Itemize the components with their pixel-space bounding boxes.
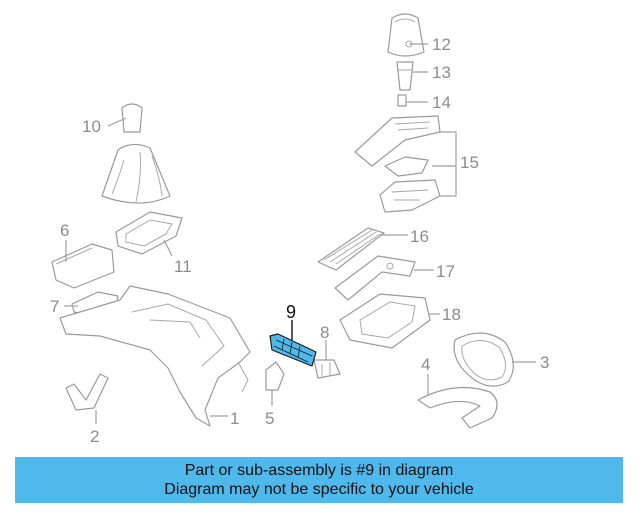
info-banner: Part or sub-assembly is #9 in diagram Di… [15, 457, 623, 503]
leader-10 [107, 117, 127, 127]
part-boot[interactable] [101, 143, 171, 204]
callout-8: 8 [320, 323, 329, 342]
callout-14: 14 [432, 93, 451, 112]
part-13-knob-sleeve[interactable] [396, 61, 414, 91]
part-1-console[interactable] [59, 285, 251, 427]
part-14-clip[interactable] [397, 94, 407, 107]
banner-line-2: Diagram may not be specific to your vehi… [164, 481, 474, 498]
callout-16: 16 [410, 227, 429, 246]
callout-4: 4 [421, 355, 430, 374]
banner-line-1: Part or sub-assembly is #9 in diagram [184, 462, 454, 479]
part-5-clip[interactable] [265, 361, 285, 391]
callout-15: 15 [460, 153, 479, 172]
callout-2: 2 [90, 427, 99, 446]
leader-lines [64, 43, 536, 424]
leader-11 [163, 239, 173, 257]
leader-15 [432, 131, 457, 197]
callout-11: 11 [174, 257, 192, 276]
callout-18: 18 [442, 305, 461, 324]
part-18-shifter-base[interactable] [339, 293, 431, 349]
callout-13: 13 [432, 63, 451, 82]
part-6-armrest-lid[interactable] [51, 243, 115, 289]
part-15-shift-indicator[interactable] [354, 115, 441, 213]
callout-12: 12 [432, 35, 451, 54]
part-16-grille[interactable] [317, 227, 385, 271]
part-12-shift-knob[interactable] [387, 13, 425, 57]
part-4-cable-bracket[interactable] [417, 386, 498, 429]
parts-diagram: 12 13 14 15 16 17 18 3 4 10 11 6 7 1 2 5… [50, 13, 549, 446]
part-2-bracket[interactable] [65, 373, 109, 411]
callout-1: 1 [230, 409, 239, 428]
part-17-bracket[interactable] [334, 255, 416, 301]
part-10-shift-knob[interactable] [121, 103, 143, 133]
callout-7: 7 [50, 297, 59, 316]
part-3-cable-ring[interactable] [453, 332, 514, 387]
part-9-highlighted[interactable] [269, 333, 317, 367]
callout-17: 17 [436, 262, 455, 281]
callout-10: 10 [82, 117, 101, 136]
callout-labels: 12 13 14 15 16 17 18 3 4 10 11 6 7 1 2 5… [50, 35, 549, 446]
part-8-socket[interactable] [313, 359, 341, 379]
callout-9: 9 [286, 302, 296, 322]
callout-5: 5 [265, 409, 274, 428]
callout-6: 6 [60, 221, 69, 240]
part-11-tray[interactable] [115, 211, 183, 255]
callout-3: 3 [540, 353, 549, 372]
